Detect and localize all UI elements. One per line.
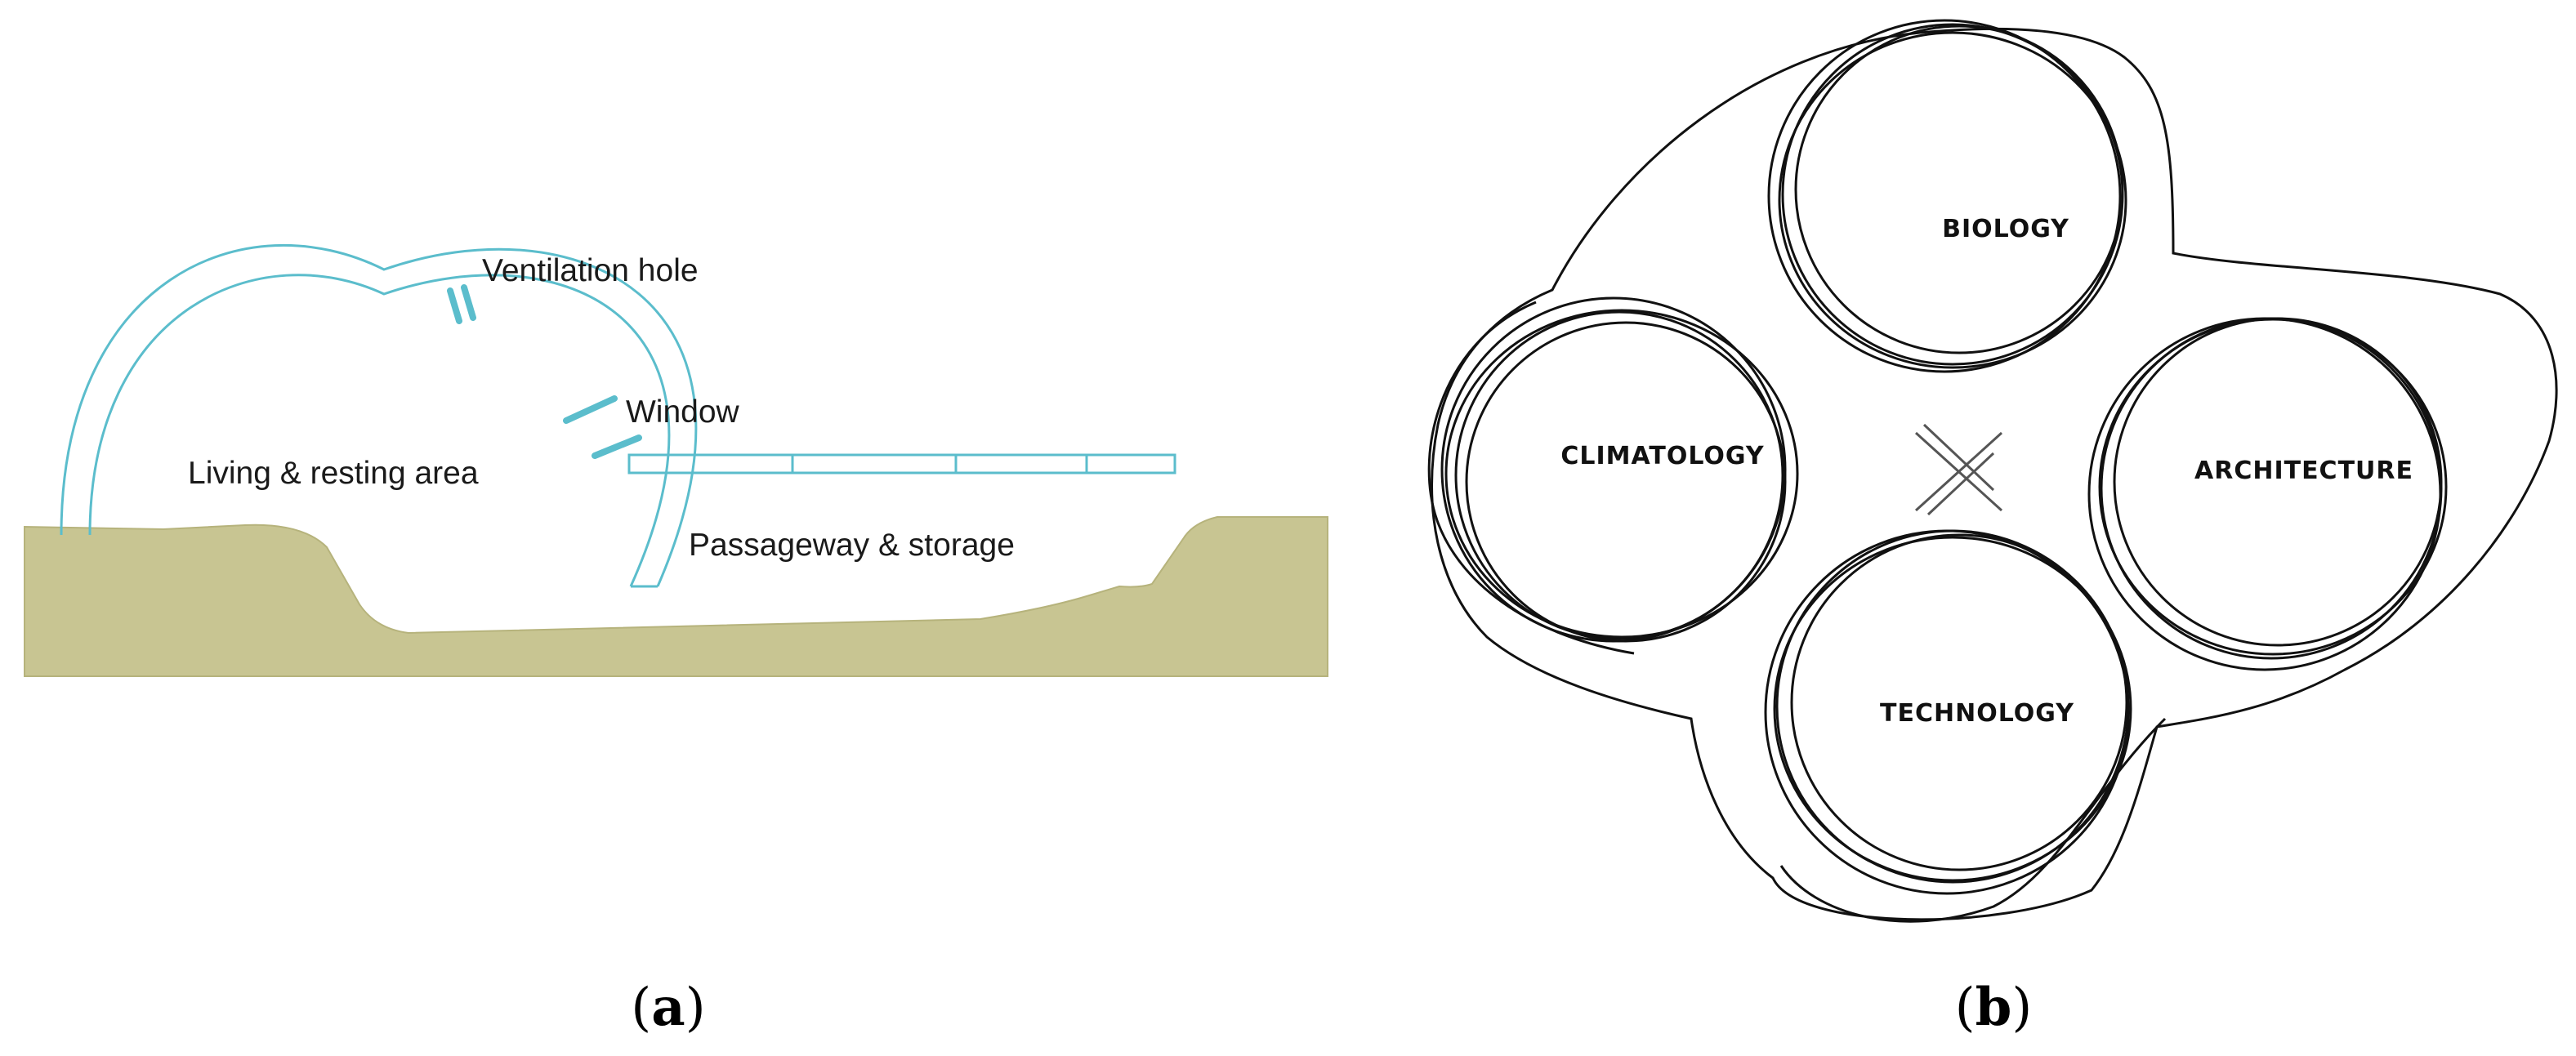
ventilation-hole-marker	[447, 284, 476, 324]
label-ventilation-hole: Ventilation hole	[482, 253, 699, 288]
window-marker	[563, 395, 642, 459]
label-architecture: ARCHITECTURE	[2194, 457, 2413, 485]
circle-architecture	[2087, 317, 2448, 671]
outer-envelope	[1431, 27, 2558, 921]
dome-outer-arc	[60, 244, 698, 587]
label-biology: BIOLOGY	[1942, 215, 2069, 243]
label-passageway: Passageway & storage	[689, 528, 1015, 563]
label-window: Window	[626, 394, 740, 430]
circle-technology	[1764, 529, 2132, 895]
caption-b: (b)	[1955, 977, 2033, 1038]
center-crossing	[1914, 423, 2003, 516]
label-living-area: Living & resting area	[188, 456, 479, 491]
outer-envelope	[1779, 717, 2167, 923]
panel-b: BIOLOGY CLIMATOLOGY ARCHITECTURE TECHNOL…	[1427, 19, 2558, 1038]
corridor-slab	[627, 453, 1176, 475]
dome-inner-arc	[88, 274, 671, 587]
caption-a: (a)	[631, 977, 705, 1038]
label-climatology: CLIMATOLOGY	[1560, 442, 1765, 470]
ground-terrain	[24, 516, 1328, 677]
circle-biology	[1767, 19, 2127, 373]
corridor-roof	[627, 453, 1176, 475]
circle-climatology	[1440, 296, 1799, 643]
label-technology: TECHNOLOGY	[1880, 699, 2074, 728]
dome-vault	[60, 244, 698, 588]
panel-a: Ventilation hole Window Living & resting…	[24, 244, 1328, 1038]
